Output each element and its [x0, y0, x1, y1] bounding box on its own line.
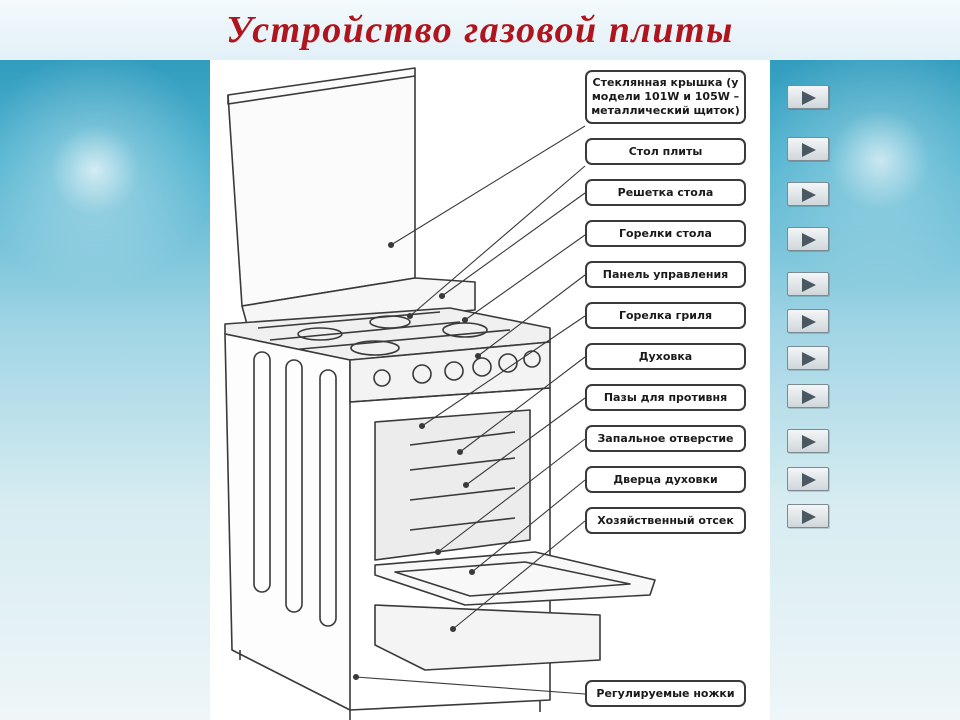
oven-cavity: [374, 409, 531, 561]
body-side: [224, 333, 351, 711]
play-button-control-panel[interactable]: [787, 272, 829, 296]
label-tray-slots: Пазы для противня: [585, 384, 746, 411]
label-control-panel: Панель управления: [585, 261, 746, 288]
label-grill-burner: Горелка гриля: [585, 302, 746, 329]
label-storage-compartment: Хозяйственный отсек: [585, 507, 746, 534]
label-oven: Духовка: [585, 343, 746, 370]
play-button-storage-compartment[interactable]: [787, 504, 829, 528]
title-bar: Устройство газовой плиты: [0, 0, 960, 60]
play-button-grate[interactable]: [787, 182, 829, 206]
stove-drawing: [224, 67, 656, 720]
play-button-oven-door[interactable]: [787, 467, 829, 491]
play-button-glass-lid[interactable]: [787, 85, 829, 109]
play-button-cooktop[interactable]: [787, 137, 829, 161]
lid-shape: [227, 67, 416, 307]
storage-drawer-shape: [374, 604, 601, 671]
play-button-grill-burner[interactable]: [787, 309, 829, 333]
play-button-oven[interactable]: [787, 346, 829, 370]
play-button-burners[interactable]: [787, 227, 829, 251]
play-button-tray-slots[interactable]: [787, 384, 829, 408]
page-title: Устройство газовой плиты: [226, 9, 734, 51]
label-glass-lid: Стеклянная крышка (у модели 101W и 105W …: [585, 70, 746, 124]
label-burners: Горелки стола: [585, 220, 746, 247]
label-grate: Решетка стола: [585, 179, 746, 206]
label-ignition-hole: Запальное отверстие: [585, 425, 746, 452]
diagram-panel: Стеклянная крышка (у модели 101W и 105W …: [210, 60, 770, 720]
play-button-ignition-hole[interactable]: [787, 429, 829, 453]
label-adjustable-feet: Регулируемые ножки: [585, 680, 746, 707]
label-oven-door: Дверца духовки: [585, 466, 746, 493]
label-cooktop: Стол плиты: [585, 138, 746, 165]
